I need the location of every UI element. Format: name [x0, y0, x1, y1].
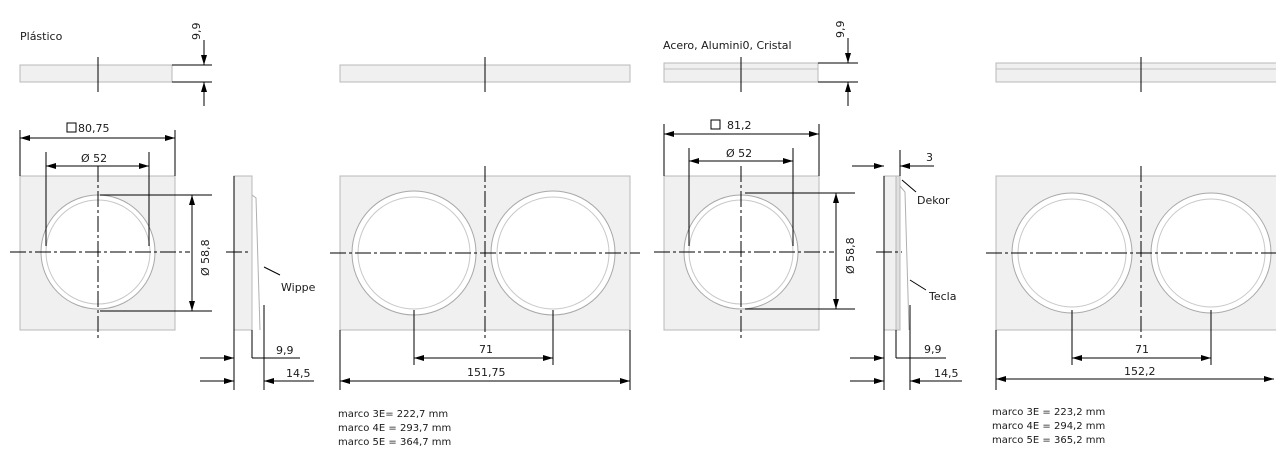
plastic-double-top-view — [339, 57, 631, 92]
note-line: marco 3E= 222,7 mm — [338, 409, 448, 420]
plastic-notes: marco 3E= 222,7 mm marco 4E = 293,7 mm m… — [338, 409, 451, 448]
note-line: marco 4E = 294,2 mm — [992, 421, 1105, 432]
metal-width-dim: 152,2 — [1124, 365, 1156, 378]
plastic-top-view: 9,9 — [19, 23, 212, 106]
plastic-height-dim: Ø 58,8 — [199, 239, 212, 276]
metal-decor-thickness-dim: 3 — [926, 151, 933, 164]
plastic-single-frame: 80,75 Ø 52 Ø 58,8 — [10, 122, 212, 340]
metal-single-frame: 81,2 Ø 52 Ø 58,8 — [654, 119, 857, 340]
plastic-side-b-dim: 14,5 — [286, 367, 311, 380]
square-symbol-icon — [710, 119, 721, 130]
metal-side-b-dim: 14,5 — [934, 367, 959, 380]
metal-diameter-dim: Ø 52 — [726, 147, 752, 160]
plastic-frame-dim: 80,75 — [78, 122, 110, 135]
plastic-double-frame: 71 151,75 — [330, 166, 640, 390]
plastic-thickness-dim: 9,9 — [190, 23, 203, 41]
dekor-label: Dekor — [917, 194, 950, 207]
metal-height-dim: Ø 58,8 — [844, 237, 857, 274]
metal-pitch-dim: 71 — [1135, 343, 1149, 356]
note-line: marco 4E = 293,7 mm — [338, 423, 451, 434]
metal-side-a-dim: 9,9 — [924, 343, 942, 356]
plastic-pitch-dim: 71 — [479, 343, 493, 356]
material-plastic-label: Plástico — [20, 30, 63, 43]
plastic-side-a-dim: 9,9 — [276, 344, 294, 357]
metal-thickness-dim: 9,9 — [834, 21, 847, 39]
plastic-width-dim: 151,75 — [467, 366, 506, 379]
note-line: marco 5E = 364,7 mm — [338, 437, 451, 448]
metal-notes: marco 3E = 223,2 mm marco 4E = 294,2 mm … — [992, 407, 1105, 446]
wippe-label: Wippe — [281, 281, 316, 294]
metal-double-frame: 71 152,2 — [986, 166, 1276, 390]
metal-top-view: 9,9 — [663, 21, 858, 106]
metal-side-profile: 3 Dekor Tecla 9,9 14,5 — [850, 150, 962, 390]
metal-frame-dim: 81,2 — [727, 119, 752, 132]
material-metal-label: Acero, Alumini0, Cristal — [663, 39, 792, 52]
plastic-side-profile: Wippe 9,9 14,5 — [200, 175, 316, 390]
note-line: marco 3E = 223,2 mm — [992, 407, 1105, 418]
metal-double-top-view — [995, 57, 1276, 92]
note-line: marco 5E = 365,2 mm — [992, 435, 1105, 446]
plastic-diameter-dim: Ø 52 — [81, 152, 107, 165]
square-symbol-icon — [66, 122, 77, 133]
tecla-label: Tecla — [928, 290, 956, 303]
